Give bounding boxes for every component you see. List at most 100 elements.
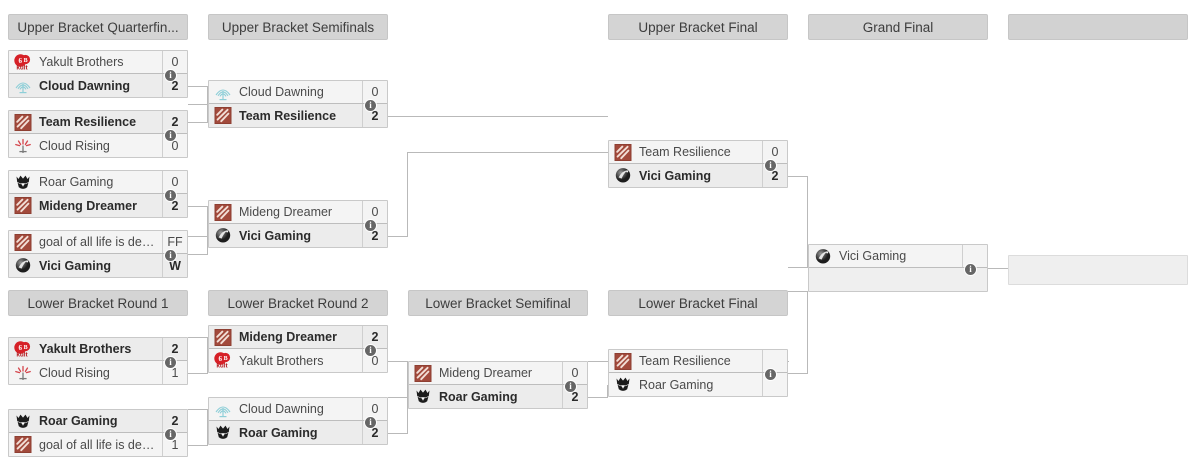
match-gf1[interactable]: Vici Gaming i: [808, 244, 988, 292]
match-info-icon[interactable]: i: [164, 188, 177, 202]
match-score: [762, 373, 787, 396]
match-slot-bottom[interactable]: goal of all life is dea...1: [9, 433, 187, 456]
dota-red-logo: [12, 196, 34, 215]
match-info-icon[interactable]: i: [164, 355, 177, 369]
match-score: [762, 350, 787, 372]
match-info-icon[interactable]: i: [164, 68, 177, 82]
roar-gaming-logo: [412, 387, 434, 406]
round-header-gf: Grand Final: [808, 14, 988, 40]
match-slot-bottom[interactable]: Roar Gaming: [609, 373, 787, 396]
match-score: 2: [162, 111, 187, 133]
bracket-connector: [188, 104, 208, 105]
bracket-connector: [807, 291, 808, 374]
bracket-connector: [188, 236, 208, 237]
match-score: 1: [162, 433, 187, 456]
svg-text:kult: kult: [16, 64, 28, 71]
match-score: FF: [162, 231, 187, 253]
bracket-connector: [207, 409, 208, 446]
bracket-connector: [188, 86, 208, 87]
match-slot-top[interactable]: Roar Gaming 2: [9, 410, 187, 433]
match-info-icon[interactable]: i: [364, 415, 377, 429]
bracket-connector: [207, 206, 208, 255]
vici-gaming-logo: [212, 226, 234, 245]
match-info-icon[interactable]: i: [164, 128, 177, 142]
team-name: goal of all life is dea...: [39, 437, 160, 452]
match-info-icon[interactable]: i: [364, 343, 377, 357]
team-name: Mideng Dreamer: [439, 366, 533, 380]
bracket-connector: [188, 373, 208, 374]
team-name: Roar Gaming: [39, 414, 118, 428]
match-slot-bottom[interactable]: Roar Gaming 2: [409, 385, 587, 408]
match-info-icon[interactable]: i: [564, 379, 577, 393]
match-info-icon[interactable]: i: [764, 158, 777, 172]
bracket-connector: [788, 291, 808, 292]
team-name: Team Resilience: [639, 354, 731, 368]
match-info-icon[interactable]: i: [364, 218, 377, 232]
match-winner1[interactable]: [1008, 255, 1188, 285]
team-name: Roar Gaming: [639, 377, 714, 392]
match-info-icon[interactable]: i: [164, 248, 177, 262]
bracket-connector: [588, 397, 608, 398]
team-name: Yakult Brothers: [239, 353, 324, 368]
match-score: 2: [162, 410, 187, 432]
team-name: Vici Gaming: [639, 168, 712, 183]
team-name: Yakult Brothers: [39, 55, 124, 69]
cloud-dawning-logo: [212, 400, 234, 419]
team-name: Roar Gaming: [439, 389, 518, 404]
dota-red-logo: [12, 113, 34, 132]
match-info-icon[interactable]: i: [164, 427, 177, 441]
match-slot-top[interactable]: Team Resilience: [609, 350, 787, 373]
match-slot-top[interactable]: Vici Gaming: [809, 245, 987, 268]
round-header-lbr1: Lower Bracket Round 1: [8, 290, 188, 316]
match-info-icon[interactable]: i: [364, 98, 377, 112]
match-info-icon[interactable]: i: [764, 367, 777, 381]
team-name: Cloud Rising: [39, 138, 110, 153]
match-info-icon[interactable]: i: [964, 262, 977, 276]
match-slot-bottom[interactable]: [809, 268, 987, 291]
team-name: Vici Gaming: [239, 228, 312, 243]
match-slot-top[interactable]: goal of all life is dea...FF: [9, 231, 187, 254]
match-score: 2: [562, 385, 587, 408]
team-name: Vici Gaming: [839, 249, 907, 263]
bracket-connector: [388, 116, 608, 117]
bracket-connector: [988, 268, 1008, 269]
bracket-connector: [188, 122, 208, 123]
team-name: goal of all life is dea...: [39, 235, 160, 249]
match-score: 0: [362, 349, 387, 372]
